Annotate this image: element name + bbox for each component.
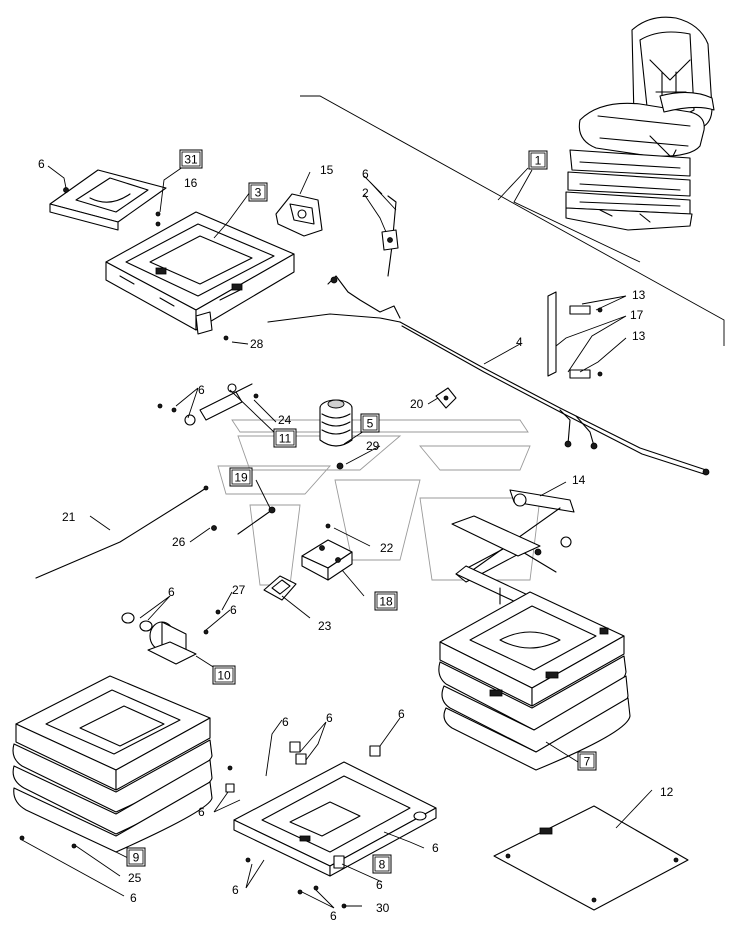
callout-12: 12 <box>660 785 674 799</box>
callout-19: 19 <box>229 467 253 487</box>
callout-28: 28 <box>250 337 264 351</box>
callout-4: 4 <box>516 335 523 349</box>
callout-20: 20 <box>410 397 424 411</box>
callout-6-f: 6 <box>282 715 289 729</box>
callout-6-h: 6 <box>398 707 405 721</box>
callout-31: 31 <box>179 149 203 169</box>
seat-assembly-1 <box>565 16 715 231</box>
callout-6-l: 6 <box>376 878 383 892</box>
floor-plate-12 <box>493 805 689 911</box>
callout-11-text: 11 <box>279 432 292 446</box>
callout-21: 21 <box>62 510 76 524</box>
callout-8: 8 <box>372 854 392 874</box>
callout-27: 27 <box>232 583 246 597</box>
small-fasteners <box>71 211 331 849</box>
cable-21 <box>35 485 209 579</box>
callout-7: 7 <box>577 751 597 771</box>
bracket-15 <box>275 193 323 237</box>
mounting-frame-8 <box>225 741 437 909</box>
callout-18-text: 18 <box>379 595 393 609</box>
callout-6-n: 6 <box>330 909 337 923</box>
callout-6-c: 6 <box>198 383 205 397</box>
callout-6-k: 6 <box>130 891 137 905</box>
callout-17: 17 <box>630 308 644 322</box>
callout-2: 2 <box>362 186 369 200</box>
callout-19-text: 19 <box>234 471 248 485</box>
callout-6-i: 6 <box>198 805 205 819</box>
callout-6-e: 6 <box>230 603 237 617</box>
rod-19 <box>237 506 276 535</box>
callout-30: 30 <box>376 901 390 915</box>
callout-5-text: 5 <box>367 417 374 431</box>
callout-13-b: 13 <box>632 329 646 343</box>
callout-18: 18 <box>374 591 398 611</box>
plate-31 <box>49 169 167 231</box>
pump-10 <box>121 612 209 665</box>
callout-6-g: 6 <box>326 711 333 725</box>
valve-block-18 <box>301 539 353 581</box>
callout-6-a: 6 <box>38 157 45 171</box>
callout-3-text: 3 <box>255 186 262 200</box>
suspension-base-7 <box>438 591 631 771</box>
callout-24: 24 <box>278 413 292 427</box>
pad-23 <box>263 575 297 601</box>
callout-26: 26 <box>172 535 186 549</box>
callout-5: 5 <box>360 413 380 433</box>
callout-29: 29 <box>366 439 380 453</box>
callout-14: 14 <box>572 473 586 487</box>
callout-6-d: 6 <box>168 585 175 599</box>
callout-7-text: 7 <box>584 755 591 769</box>
callout-6-m: 6 <box>232 883 239 897</box>
callout-8-text: 8 <box>379 858 386 872</box>
scissor-mechanism-14 <box>451 489 575 605</box>
callout-15: 15 <box>320 163 334 177</box>
callout-1-text: 1 <box>535 154 542 168</box>
callout-10-text: 10 <box>217 669 231 683</box>
bellows-cover-9 <box>12 675 213 853</box>
callout-1: 1 <box>528 150 548 170</box>
knob-20 <box>435 387 457 409</box>
cable-harness-4 <box>267 275 710 476</box>
callout-3: 3 <box>248 182 268 202</box>
callout-9-text: 9 <box>133 851 140 865</box>
lever-2 <box>381 195 399 277</box>
callout-labels: 1 3 31 5 11 19 18 10 <box>38 149 674 923</box>
callout-25: 25 <box>128 871 142 885</box>
callout-13-a: 13 <box>632 288 646 302</box>
seat-frame-3 <box>105 211 295 335</box>
callout-6-j: 6 <box>432 841 439 855</box>
shock-absorber-11 <box>157 383 259 426</box>
callout-22: 22 <box>380 541 394 555</box>
callout-9: 9 <box>126 847 146 867</box>
rail-17 <box>547 291 603 379</box>
leader-lines <box>21 95 725 909</box>
callout-10: 10 <box>212 665 236 685</box>
callout-31-text: 31 <box>184 153 198 167</box>
callout-23: 23 <box>318 619 332 633</box>
callout-11: 11 <box>273 428 297 448</box>
compressor-5 <box>319 399 353 470</box>
callout-6-b: 6 <box>362 167 369 181</box>
callout-16: 16 <box>184 176 198 190</box>
